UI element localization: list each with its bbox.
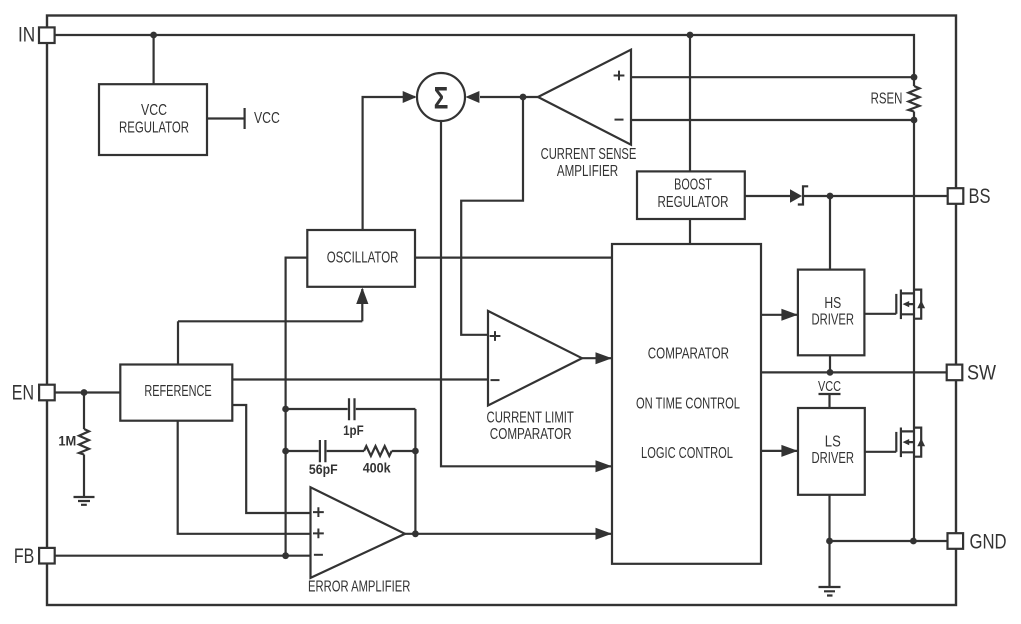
svg-text:LOGIC CONTROL: LOGIC CONTROL: [641, 445, 733, 462]
svg-text:FB: FB: [14, 545, 34, 568]
svg-text:ERROR AMPLIFIER: ERROR AMPLIFIER: [308, 579, 410, 596]
svg-text:400k: 400k: [363, 460, 391, 476]
svg-text:VCC: VCC: [254, 110, 280, 127]
svg-text:COMPARATOR: COMPARATOR: [648, 346, 729, 363]
svg-text:OSCILLATOR: OSCILLATOR: [327, 250, 399, 267]
svg-text:CURRENT SENSE: CURRENT SENSE: [541, 146, 637, 163]
svg-text:Σ: Σ: [434, 79, 449, 115]
svg-text:ON TIME CONTROL: ON TIME CONTROL: [636, 396, 740, 413]
svg-text:IN: IN: [18, 23, 35, 46]
svg-text:HS: HS: [824, 295, 841, 312]
svg-text:BS: BS: [969, 185, 991, 208]
svg-text:BOOST: BOOST: [674, 177, 712, 194]
svg-text:REGULATOR: REGULATOR: [119, 119, 189, 136]
svg-text:REGULATOR: REGULATOR: [658, 194, 729, 211]
svg-text:RSEN: RSEN: [871, 91, 903, 108]
svg-text:DRIVER: DRIVER: [812, 312, 855, 329]
svg-text:56pF: 56pF: [309, 461, 338, 477]
svg-text:LS: LS: [825, 434, 841, 451]
svg-text:1M: 1M: [58, 433, 76, 449]
svg-text:CURRENT LIMIT: CURRENT LIMIT: [487, 409, 575, 426]
svg-text:EN: EN: [12, 382, 34, 405]
svg-text:GND: GND: [970, 531, 1007, 554]
svg-text:DRIVER: DRIVER: [812, 450, 855, 467]
svg-text:1pF: 1pF: [343, 422, 364, 438]
svg-text:REFERENCE: REFERENCE: [144, 383, 211, 400]
svg-text:VCC: VCC: [141, 102, 167, 119]
svg-text:VCC: VCC: [818, 379, 841, 395]
svg-text:AMPLIFIER: AMPLIFIER: [557, 163, 618, 180]
svg-text:SW: SW: [967, 362, 996, 385]
svg-text:COMPARATOR: COMPARATOR: [490, 426, 572, 443]
